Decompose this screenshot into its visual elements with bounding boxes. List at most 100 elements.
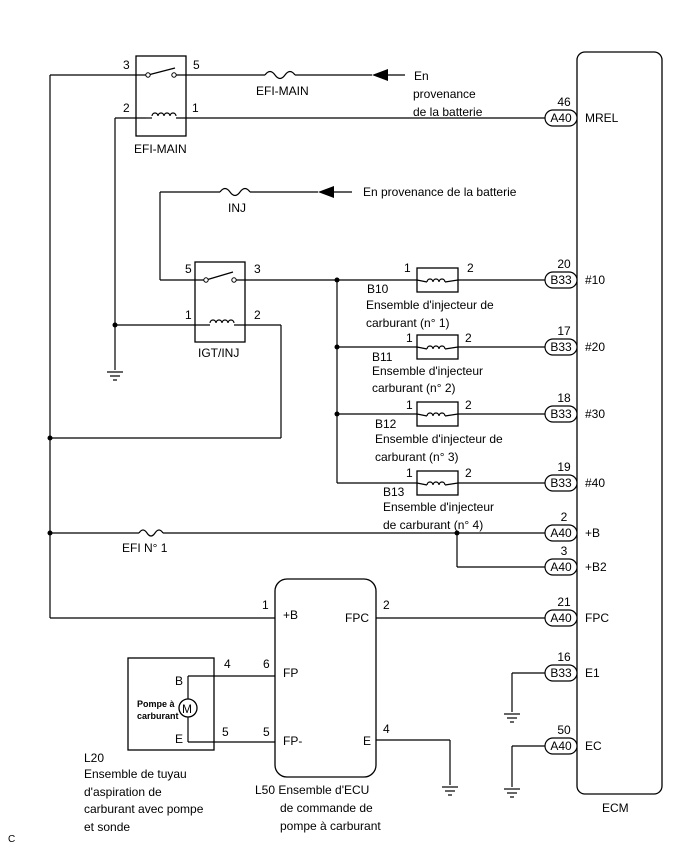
- ecm-connector-id: B33: [550, 407, 572, 421]
- ecm-label: ECM: [602, 801, 629, 815]
- ecm-pin-number: 3: [561, 544, 568, 558]
- corner-mark: C: [8, 834, 15, 845]
- fuel-pump-box: [127, 657, 215, 751]
- junction-dot: [334, 277, 340, 283]
- fp-ecu-label-line1: L50 Ensemble d'ECU: [255, 783, 369, 797]
- ecm-connector-id: A40: [550, 526, 572, 540]
- ecm-connector-id: B33: [550, 273, 572, 287]
- injector-b12-line1: Ensemble d'injecteur de: [375, 432, 503, 446]
- ecm-connector-oval: [544, 737, 578, 755]
- ecm-box: [576, 51, 663, 795]
- igt-inj-pin-3: 3: [254, 262, 261, 276]
- ecm-pin-name: FPC: [585, 611, 609, 625]
- injector-b13: [416, 470, 459, 496]
- ecm-pin-name: MREL: [585, 111, 619, 125]
- injector-b10-pin-1: 1: [404, 261, 411, 275]
- battery-mid-label: En provenance de la batterie: [363, 185, 517, 199]
- fp-ecu-pin-fpc: FPC: [345, 611, 369, 625]
- injector-b13-pin-1: 1: [406, 466, 413, 480]
- ecm-connector-id: A40: [550, 611, 572, 625]
- ecm-pin-number: 19: [557, 460, 571, 474]
- ecm-connector-oval: [544, 558, 578, 576]
- fuse-efi-main-label: EFI-MAIN: [256, 84, 309, 98]
- fp-ecu-pin-e: E: [363, 734, 371, 748]
- fuse-efi-main: [264, 70, 296, 80]
- injector-b11: [416, 334, 459, 360]
- injector-b13-line1: Ensemble d'injecteur: [383, 500, 494, 514]
- ecm-connector-id: A40: [550, 111, 572, 125]
- injector-b13-id: B13: [383, 485, 405, 499]
- ecm-pin-number: 46: [557, 95, 571, 109]
- ecm-pin-4: B33 18 #30: [544, 391, 605, 423]
- ecm-connector-oval: [544, 524, 578, 542]
- battery-top-line1: En: [414, 69, 429, 83]
- ecm-pin-number: 17: [557, 324, 571, 338]
- ecm-pin-number: 50: [557, 723, 571, 737]
- injector-b11-pin-2: 2: [465, 331, 472, 345]
- ecm-pin-number: 16: [557, 650, 571, 664]
- pump-title-line2: carburant: [137, 711, 179, 721]
- igt-inj-relay-label: IGT/INJ: [198, 346, 239, 360]
- fp-ecu-pin-fpm: FP-: [283, 734, 302, 748]
- injector-b11-id: B11: [372, 350, 393, 364]
- injector-b12-id: B12: [375, 417, 397, 431]
- fp-ecu-num-b: 1: [262, 598, 269, 612]
- fp-ecu-num-fpc: 2: [383, 598, 390, 612]
- ecm-pin-name: #30: [585, 407, 605, 421]
- igt-inj-pin-1: 1: [185, 308, 192, 322]
- ecm-connector-oval: [544, 405, 578, 423]
- efi-main-relay-label: EFI-MAIN: [134, 142, 187, 156]
- ecm-pin-number: 20: [557, 257, 571, 271]
- fp-ecu-pin-fp: FP: [283, 666, 298, 680]
- pump-pin-b: B: [175, 674, 183, 688]
- ecm-pin-name: E1: [585, 666, 600, 680]
- injector-b12-pin-1: 1: [406, 398, 413, 412]
- efi-main-pin-5: 5: [193, 58, 200, 72]
- ecm-connector-id: A40: [550, 560, 572, 574]
- ecm-connector-oval: [544, 664, 578, 682]
- efi-main-pin-1: 1: [192, 101, 199, 115]
- ecm-pin-name: EC: [585, 739, 602, 753]
- pump-title-line1: Pompe à: [137, 699, 176, 709]
- injector-b13-line2: de carburant (n° 4): [383, 518, 483, 532]
- igt-inj-pin-2: 2: [254, 308, 261, 322]
- igt-inj-relay: [194, 261, 246, 343]
- ecm-connector-id: B33: [550, 666, 572, 680]
- pump-label-line1: Ensemble de tuyau: [84, 767, 187, 781]
- ecm-connector-id: B33: [550, 476, 572, 490]
- injector-b13-pin-2: 2: [465, 466, 472, 480]
- ecm-connector-oval: [544, 109, 578, 127]
- injector-b10-line2: carburant (n° 1): [366, 316, 450, 330]
- injector-b11-pin-1: 1: [406, 331, 413, 345]
- junction-dot: [47, 435, 53, 441]
- pump-label-line3: carburant avec pompe: [84, 802, 204, 816]
- ecm-pin-name: #20: [585, 340, 605, 354]
- ecm-connector-oval: [544, 271, 578, 289]
- pump-motor-label: M: [182, 702, 192, 716]
- fuse-inj-label: INJ: [228, 201, 246, 215]
- pump-label-line4: et sonde: [84, 820, 130, 834]
- junction-dot: [47, 530, 53, 536]
- battery-top-line2: provenance: [413, 87, 476, 101]
- fp-ecu-label-line2: de commande de: [280, 801, 373, 815]
- fp-ecu-pin-b: +B: [283, 608, 298, 622]
- pump-label-line2: d'aspiration de: [84, 785, 162, 799]
- efi-main-relay: [135, 55, 187, 137]
- fuse-efi-no1-label: EFI N° 1: [122, 541, 168, 555]
- ecm-pin-number: 18: [557, 391, 571, 405]
- fp-ecu-label-line3: pompe à carburant: [280, 819, 381, 833]
- injector-b11-line1: Ensemble d'injecteur: [372, 364, 483, 378]
- pump-pin-e: E: [175, 732, 183, 746]
- fuel-pump-ecu-box: [274, 578, 377, 778]
- fuse-efi-no1: [138, 529, 164, 537]
